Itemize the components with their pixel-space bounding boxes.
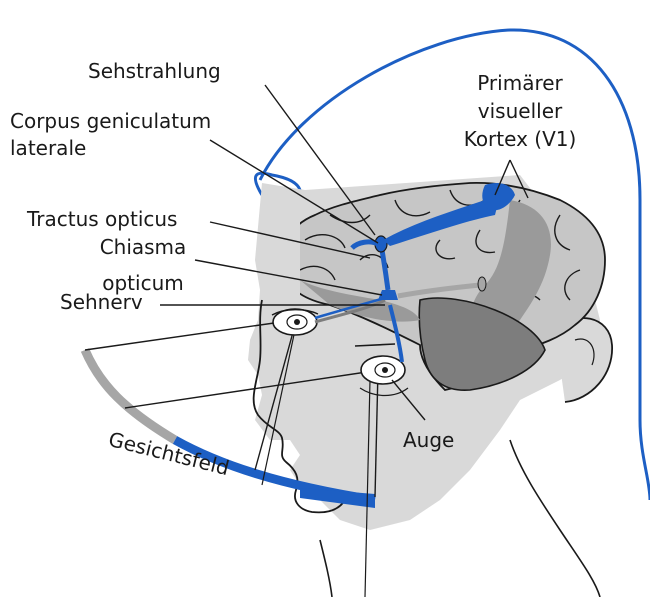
label-corpus-line1: Corpus geniculatum	[10, 109, 211, 134]
label-chiasma-line1: Chiasma	[83, 235, 203, 260]
label-tractus: Tractus opticus	[27, 207, 177, 232]
left-eye	[272, 309, 318, 335]
chin-line	[320, 540, 332, 597]
label-v1-line1: Primärer	[440, 71, 600, 96]
lgn-right	[478, 277, 486, 291]
neck-line	[510, 440, 600, 597]
label-sehnerv: Sehnerv	[60, 290, 143, 315]
label-corpus-line2: laterale	[10, 136, 86, 161]
visual-field-left	[85, 350, 175, 440]
label-v1-line2: visueller	[440, 99, 600, 124]
label-auge: Auge	[403, 428, 454, 453]
label-sehstrahlung: Sehstrahlung	[88, 59, 221, 84]
label-v1-line3: Kortex (V1)	[440, 127, 600, 152]
head-side-plane	[262, 190, 300, 300]
